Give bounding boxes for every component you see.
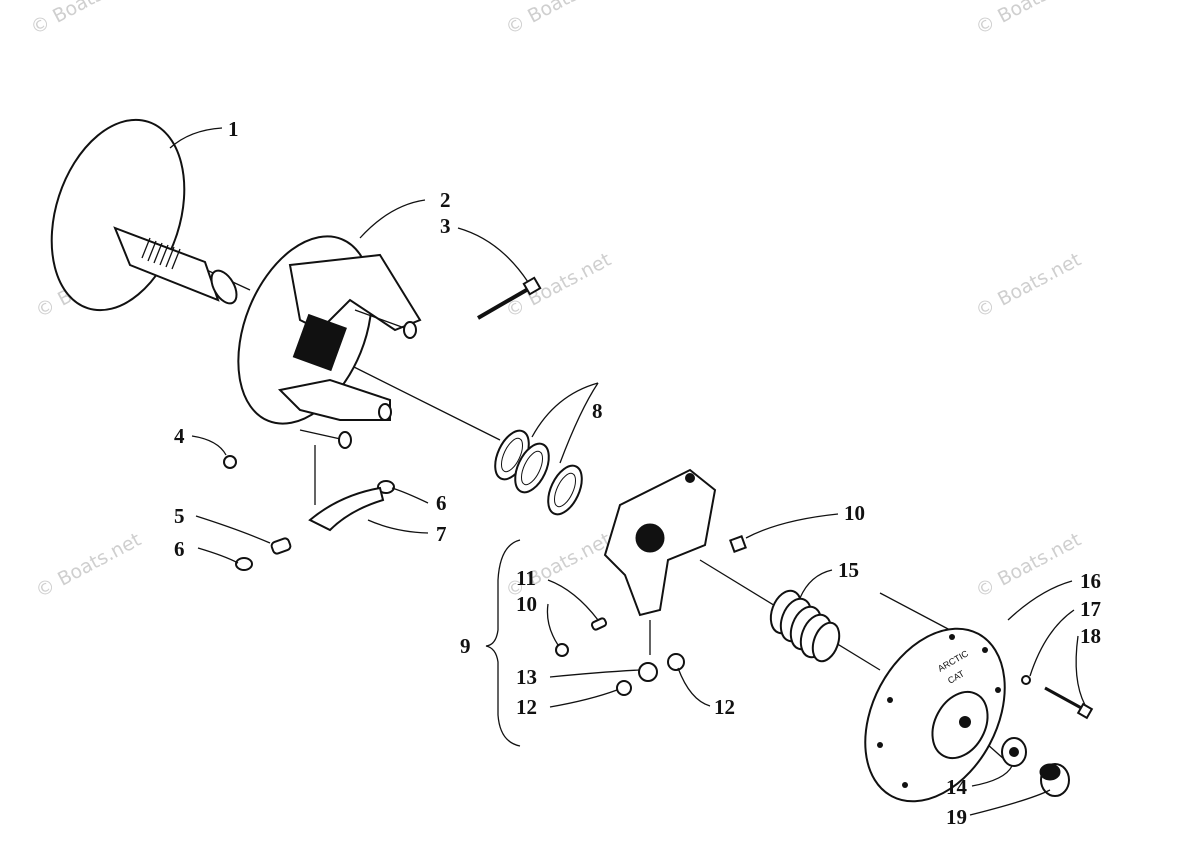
callout-7: 7 (436, 522, 447, 546)
weight-assembly (235, 480, 395, 571)
watermark: © Boats.net (502, 0, 615, 39)
callout-6a: 6 (174, 537, 185, 561)
callout-8: 8 (592, 399, 603, 423)
spring (769, 589, 841, 663)
cover-hardware (1001, 675, 1094, 797)
movable-sheave (237, 235, 422, 449)
callout-16: 16 (1080, 569, 1101, 593)
callout-10b: 10 (516, 592, 537, 616)
spider-assembly (555, 468, 747, 696)
callout-13: 13 (516, 665, 537, 689)
callout-6b: 6 (436, 491, 447, 515)
callout-12b: 12 (714, 695, 735, 719)
nut (223, 455, 237, 469)
callout-12a: 12 (516, 695, 537, 719)
callout-15: 15 (838, 558, 859, 582)
callout-3: 3 (440, 214, 451, 238)
watermark: © Boats.net (27, 0, 140, 39)
washers (494, 429, 583, 516)
callout-18: 18 (1080, 624, 1101, 648)
callout-14: 14 (946, 775, 968, 799)
callout-9: 9 (460, 634, 471, 658)
watermark: © Boats.net (972, 0, 1085, 39)
callout-4: 4 (174, 424, 185, 448)
fixed-sheave (50, 118, 238, 312)
callout-1: 1 (228, 117, 239, 141)
callouts: 1 2 3 4 5 6 6 7 8 9 10 10 11 12 12 13 14… (174, 117, 1101, 829)
watermark: © Boats.net (972, 529, 1085, 603)
callout-5: 5 (174, 504, 185, 528)
callout-11: 11 (516, 566, 536, 590)
callout-2: 2 (440, 188, 451, 212)
assembly-brace (485, 539, 521, 747)
callout-17: 17 (1080, 597, 1101, 621)
watermark: © Boats.net (972, 249, 1085, 323)
cover-plate: ARCTIC CAT (864, 627, 1006, 803)
callout-10a: 10 (844, 501, 865, 525)
watermark: © Boats.net (32, 529, 145, 603)
callout-19: 19 (946, 805, 967, 829)
leader-lines (169, 127, 1086, 816)
watermark: © Boats.net (502, 249, 615, 323)
